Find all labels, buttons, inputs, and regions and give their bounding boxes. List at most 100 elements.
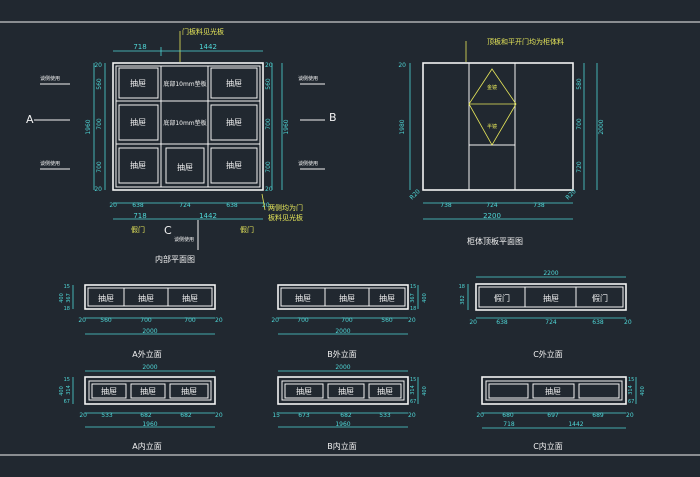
dim-text: 400 [422, 293, 428, 303]
b-outer-title: B外立面 [327, 349, 357, 359]
dim-text: 560 [381, 317, 393, 324]
dim-text: 718 [503, 421, 515, 428]
drawer-label: 抽屉 [138, 293, 154, 303]
drawer-label: 抽屉 [130, 78, 146, 88]
dim-text: 638 [496, 319, 508, 326]
elevation-outline [475, 283, 627, 311]
inner-plan: 抽屉 抽屉 抽屉 抽屉 抽屉 抽屉 抽屉 底部10mm垫板 底部10mm垫板 门… [26, 27, 337, 264]
dim-text: 1442 [199, 212, 217, 220]
elevation-inner [88, 380, 212, 401]
drawer-label: 抽屉 [379, 293, 395, 303]
dim-text: 2000 [142, 328, 157, 335]
drawer-label: 抽屉 [295, 293, 311, 303]
dim-text: 2200 [483, 212, 501, 220]
dim-text: 15 [64, 377, 70, 383]
dim-text: 724 [545, 319, 557, 326]
pad-board-label: 底部10mm垫板 [163, 119, 206, 127]
dim-text: 1960 [142, 421, 157, 428]
mirror-diamond [468, 68, 517, 146]
dim-text: 18 [410, 306, 416, 312]
dim-text: 400 [59, 293, 65, 303]
elevation-outline [277, 376, 409, 405]
drawer-label: 抽屉 [339, 293, 355, 303]
elevation-inner [87, 287, 213, 307]
dim-text: 15 [628, 377, 634, 383]
dim-text: 580 [576, 78, 583, 90]
drawer-label: 抽屉 [377, 386, 393, 396]
c-inner-elevation: 抽屉 15 314 67 400 20 680 697 689 20 718 1… [476, 376, 646, 451]
elevation-outline [84, 376, 216, 405]
b-inner-elevation: 2000 抽屉 抽屉 抽屉 15 314 67 400 15 673 682 5… [272, 364, 428, 451]
drawer-label: 抽屉 [140, 386, 156, 396]
top-plan-note: 顶板和平开门均为柜体料 [487, 37, 564, 46]
drawer-box [210, 104, 258, 141]
dim-text: 20 [94, 62, 102, 69]
a-outer-elevation: 抽屉 抽屉 抽屉 15 367 18 400 20 560 700 700 20… [59, 284, 223, 359]
section-mark-c: C [164, 224, 172, 237]
side-use-label: 谈侧使用 [298, 75, 318, 82]
a-inner-title: A内立面 [132, 441, 161, 451]
dim-text: 533 [101, 412, 113, 419]
drawer-box [210, 147, 258, 184]
half-mirror-label: 半镜 [487, 123, 497, 130]
dim-text: 367 [410, 293, 416, 303]
dim-text: R20 [408, 188, 421, 201]
dim-text: 560 [265, 78, 272, 90]
dim-text: 638 [226, 202, 238, 209]
dim-text: 20 [78, 317, 86, 324]
dim-text: 2000 [335, 364, 350, 371]
dim-text: 724 [179, 202, 191, 209]
top-plan-title: 柜体顶板平面图 [467, 236, 523, 246]
fake-door-label: 假门 [240, 225, 254, 234]
elevation-outline [84, 284, 216, 310]
drawer-label: 抽屉 [296, 386, 312, 396]
dim-text: 15 [410, 284, 416, 290]
dim-text: 720 [576, 161, 583, 173]
dim-text: 400 [422, 386, 428, 396]
dim-text: 1980 [399, 119, 406, 134]
side-door-note: 板料见光板 [268, 213, 303, 222]
dim-text: 738 [440, 202, 452, 209]
drawer-box [118, 147, 159, 184]
dim-text: 67 [410, 399, 416, 405]
dim-text: 2000 [142, 364, 157, 371]
side-door-note: 两侧均为门 [268, 203, 303, 212]
dim-text: 1960 [335, 421, 350, 428]
dim-text: 700 [265, 161, 272, 173]
drawer-label: 抽屉 [177, 162, 193, 172]
dim-text: 718 [133, 212, 146, 220]
dim-text: 1960 [85, 119, 92, 134]
drawer-label: 抽屉 [182, 293, 198, 303]
section-mark-a: A [26, 113, 34, 126]
door-panel-note: 门板料见光板 [182, 27, 224, 36]
elevation-outline [277, 284, 409, 310]
dim-text: 1442 [568, 421, 583, 428]
mirror-label: 金镜 [487, 84, 497, 91]
dim-text: 20 [398, 62, 406, 69]
dim-text: 314 [628, 385, 634, 395]
drawer-box [165, 147, 205, 184]
dim-text: 700 [140, 317, 152, 324]
dim-text: 20 [408, 412, 416, 419]
drawer-box [327, 383, 365, 399]
dim-text: 689 [592, 412, 604, 419]
drawer-label: 抽屉 [181, 386, 197, 396]
dim-text: 20 [271, 317, 279, 324]
dim-text: 638 [592, 319, 604, 326]
dim-text: 697 [547, 412, 559, 419]
fake-door-label: 假门 [592, 293, 608, 303]
drawer-label: 抽屉 [338, 386, 354, 396]
top-plan: 金镜 半镜 顶板和平开门均为柜体料 20 1980 R20 580 700 72… [398, 37, 605, 246]
dim-text: 20 [215, 317, 223, 324]
dim-text: 314 [410, 385, 416, 395]
dim-text: 20 [265, 62, 273, 69]
inner-plan-title: 内部平面图 [155, 254, 195, 264]
dim-text: 680 [502, 412, 514, 419]
drawer-box [368, 383, 402, 399]
drawer-box [578, 383, 620, 399]
drawer-box [130, 383, 166, 399]
dim-text: 20 [626, 412, 634, 419]
dim-text: 20 [94, 186, 102, 193]
